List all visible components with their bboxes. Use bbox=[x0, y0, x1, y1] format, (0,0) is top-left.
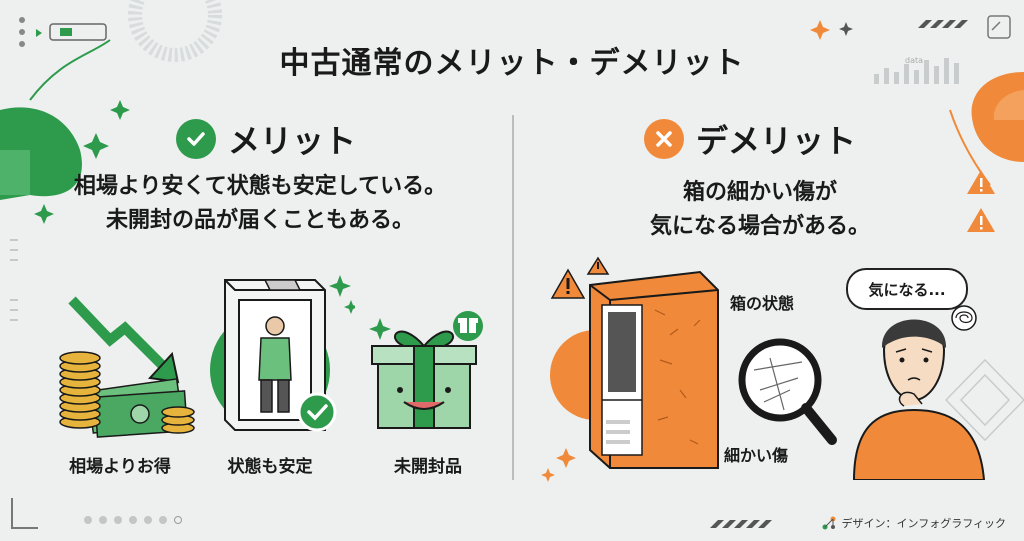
demerit-heading: デメリット bbox=[644, 116, 856, 162]
scratch-label: 細かい傷 bbox=[724, 446, 789, 465]
demerit-desc-line-1: 箱の細かい傷が bbox=[682, 180, 837, 205]
page-title: 中古通常のメリット・デメリット bbox=[279, 46, 745, 81]
pagination-dots bbox=[84, 516, 182, 524]
network-icon bbox=[822, 516, 836, 530]
demerit-heading-text: デメリット bbox=[696, 122, 857, 160]
merit-item-label: 相場よりお得 bbox=[69, 457, 171, 477]
box-condition-label: 箱の状態 bbox=[730, 294, 795, 313]
damaged-box-icon bbox=[550, 256, 837, 469]
credit: デザイン：インフォグラフィック bbox=[822, 515, 1006, 531]
merit-description: 相場より安くて状態も安定している。 未開封の品が届くこともある。 bbox=[30, 170, 490, 238]
merit-item-label: 状態も安定 bbox=[227, 457, 313, 477]
demerit-description: 箱の細かい傷が 気になる場合がある。 bbox=[560, 176, 960, 244]
worried-person-icon bbox=[852, 305, 986, 480]
demerit-desc-line-2: 気になる場合がある。 bbox=[649, 214, 870, 239]
merit-desc-line-1: 相場より安くて状態も安定している。 bbox=[73, 174, 447, 199]
person-in-box-check-icon bbox=[210, 275, 355, 432]
merit-item-label: 未開封品 bbox=[394, 457, 462, 477]
gift-box-icon bbox=[369, 311, 483, 429]
credit-text: デザイン：インフォグラフィック bbox=[841, 517, 1006, 530]
data-deco-label: data bbox=[905, 56, 924, 65]
coins-cash-down-arrow-icon bbox=[59, 296, 195, 438]
merit-heading: メリット bbox=[176, 116, 356, 162]
thought-bubble: 気になる... bbox=[846, 268, 968, 310]
x-circle-icon bbox=[644, 119, 684, 159]
merit-desc-line-2: 未開封の品が届くこともある。 bbox=[105, 208, 414, 233]
merit-heading-text: メリット bbox=[228, 122, 357, 160]
center-divider bbox=[512, 115, 514, 480]
check-circle-icon bbox=[176, 119, 216, 159]
